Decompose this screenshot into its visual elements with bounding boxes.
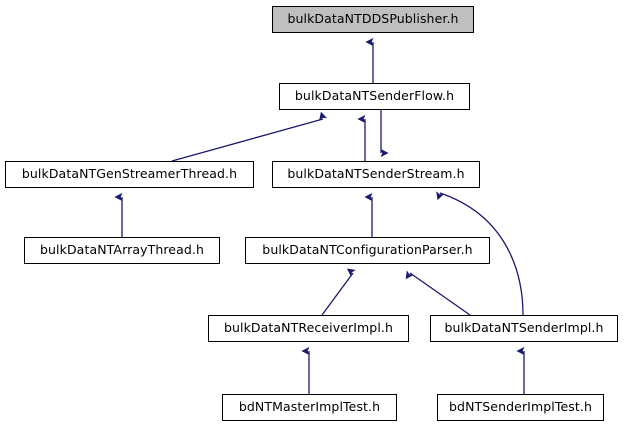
node-label: bulkDataNTConfigurationParser.h bbox=[262, 242, 473, 258]
node-bulkdatantddspublisher[interactable]: bulkDataNTDDSPublisher.h bbox=[272, 6, 474, 33]
node-bulkdatantconfigurationparser[interactable]: bulkDataNTConfigurationParser.h bbox=[245, 237, 490, 264]
node-bulkdatantsenderflow[interactable]: bulkDataNTSenderFlow.h bbox=[279, 83, 470, 110]
node-label: bulkDataNTReceiverImpl.h bbox=[223, 320, 394, 336]
node-label: bulkDataNTSenderStream.h bbox=[287, 166, 465, 182]
node-label: bulkDataNTGenStreamerThread.h bbox=[21, 166, 238, 182]
node-label: bulkDataNTArrayThread.h bbox=[39, 242, 204, 258]
edge-senderimpl-to-configparser bbox=[405, 270, 471, 316]
node-bdntmasterimpltest[interactable]: bdNTMasterImplTest.h bbox=[222, 394, 397, 421]
node-label: bulkDataNTSenderFlow.h bbox=[294, 88, 455, 104]
edge-genstreamerthread-to-senderflow bbox=[171, 111, 328, 162]
node-label: bdNTSenderImplTest.h bbox=[449, 399, 592, 415]
node-bdntsenderimpltest[interactable]: bdNTSenderImplTest.h bbox=[437, 394, 604, 421]
node-bulkdatantreceiverimpl[interactable]: bulkDataNTReceiverImpl.h bbox=[208, 315, 409, 342]
node-label: bdNTMasterImplTest.h bbox=[238, 399, 381, 415]
node-bulkdatantsenderimpl[interactable]: bulkDataNTSenderImpl.h bbox=[430, 315, 618, 342]
node-bulkdatantgenstreamerthread[interactable]: bulkDataNTGenStreamerThread.h bbox=[5, 161, 254, 188]
edge-receiverimpl-to-configparser bbox=[321, 268, 356, 316]
node-label: bulkDataNTSenderImpl.h bbox=[444, 320, 604, 336]
node-bulkdatantarraythread[interactable]: bulkDataNTArrayThread.h bbox=[24, 237, 220, 264]
node-bulkdatantsenderstream[interactable]: bulkDataNTSenderStream.h bbox=[272, 161, 480, 188]
node-label: bulkDataNTDDSPublisher.h bbox=[287, 11, 459, 27]
